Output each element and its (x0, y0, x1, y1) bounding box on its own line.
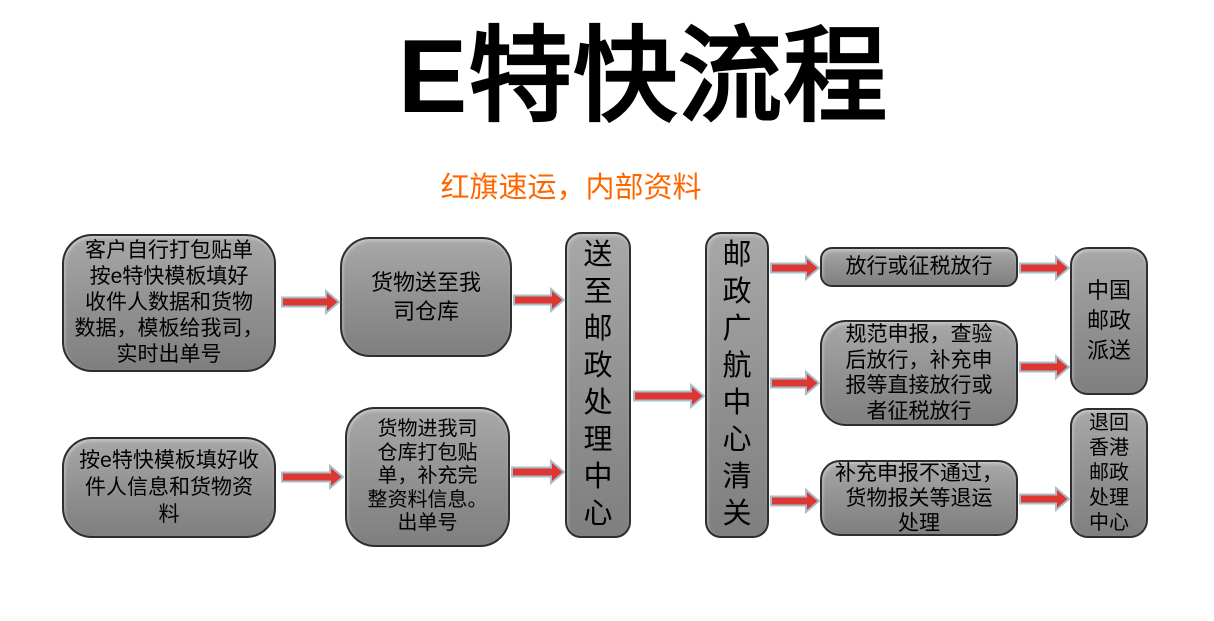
node-postal-processing-center: 送 至 邮 政 处 理 中 心 (565, 232, 631, 538)
arrow-postal-center-to-customs (633, 382, 706, 410)
node-warehouse-pack: 货物进我司 仓库打包贴 单，补充完 整资料信息。 出单号 (345, 407, 510, 547)
arrow-declare-to-china-post (1019, 353, 1071, 381)
page-title: E特快流程 (397, 19, 889, 135)
node-declare: 规范申报，查验 后放行，补充申 报等直接放行或 者征税放行 (820, 320, 1018, 426)
node-return-hk-postal-center: 退回 香港 邮政 处理 中心 (1070, 408, 1148, 538)
arrow-customs-to-return-handling (770, 487, 821, 515)
arrow-fill-template-to-warehouse-pack (281, 463, 345, 491)
page-subtitle: 红旗速运，内部资料 (440, 172, 702, 204)
node-customs-clearance-center: 邮 政 广 航 中 心 清 关 (705, 232, 769, 538)
arrow-customs-to-release (770, 254, 821, 282)
node-goods-to-warehouse: 货物送至我 司仓库 (340, 237, 512, 357)
node-return-handling: 补充申报不通过， 货物报关等退运 处理 (820, 460, 1018, 536)
node-fill-template: 按e特快模板填好收 件人信息和货物资 料 (62, 437, 276, 538)
node-release: 放行或征税放行 (820, 247, 1018, 287)
arrow-release-to-china-post (1019, 254, 1071, 282)
node-customer-pack: 客户自行打包贴单 按e特快模板填好 收件人数据和货物 数据，模板给我司， 实时出… (62, 234, 276, 372)
arrow-customer-pack-to-warehouse (281, 288, 341, 316)
arrow-warehouse-pack-to-postal-center (511, 458, 566, 486)
node-china-post-delivery: 中国 邮政 派送 (1070, 247, 1148, 395)
arrow-return-handling-to-return-hk (1019, 485, 1071, 513)
arrow-customs-to-declare (770, 369, 821, 397)
arrow-warehouse-to-postal-center (513, 286, 566, 314)
